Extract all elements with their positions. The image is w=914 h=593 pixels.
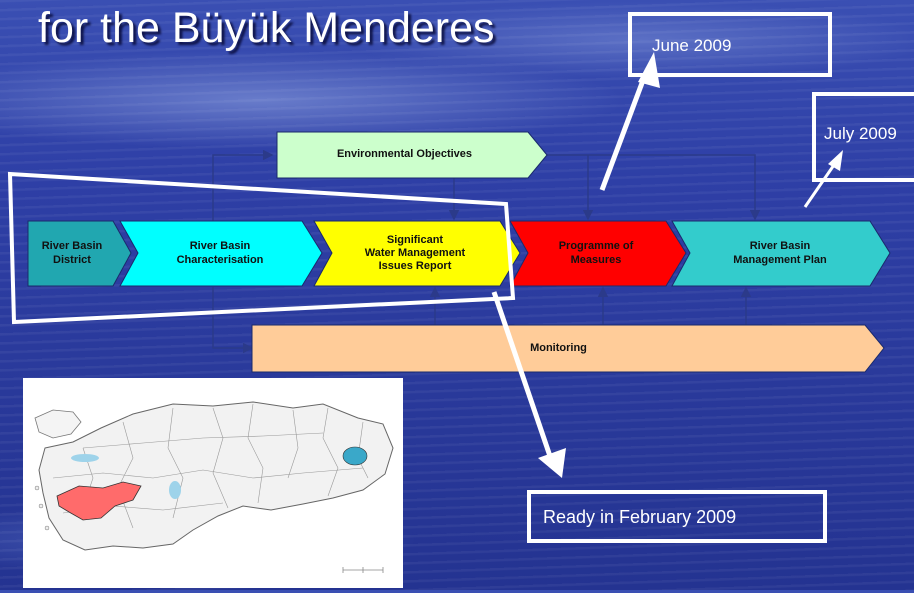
label-characterisation: River Basin Characterisation [176,240,264,266]
slide-title: for the Büyük Menderes [38,4,495,52]
node-significant-issues [313,220,521,287]
turkey-map [23,378,403,588]
node-monitoring [251,324,885,373]
pointer-arrows [491,52,843,478]
node-management-plan [671,220,891,287]
date-box-july: July 2009 [812,92,914,182]
label-management-plan: River Basin Management Plan [733,240,827,266]
node-river-basin-district [27,220,132,287]
node-programme-of-measures [509,220,687,287]
label-significant-issues: Significant Water Management Issues Repo… [364,233,466,273]
date-box-june: June 2009 [628,12,832,77]
date-box-february: Ready in February 2009 [527,490,827,543]
label-environmental-objectives: Environmental Objectives [336,148,473,161]
node-characterisation [119,220,323,287]
highlighted-basin [56,481,142,521]
label-river-basin-district: River Basin District [41,240,103,266]
node-environmental-objectives [276,131,548,179]
label-programme-of-measures: Programme of Measures [558,240,634,266]
label-monitoring: Monitoring [530,341,587,354]
turkey-map-card [23,378,403,588]
highlight-frame [7,171,516,325]
